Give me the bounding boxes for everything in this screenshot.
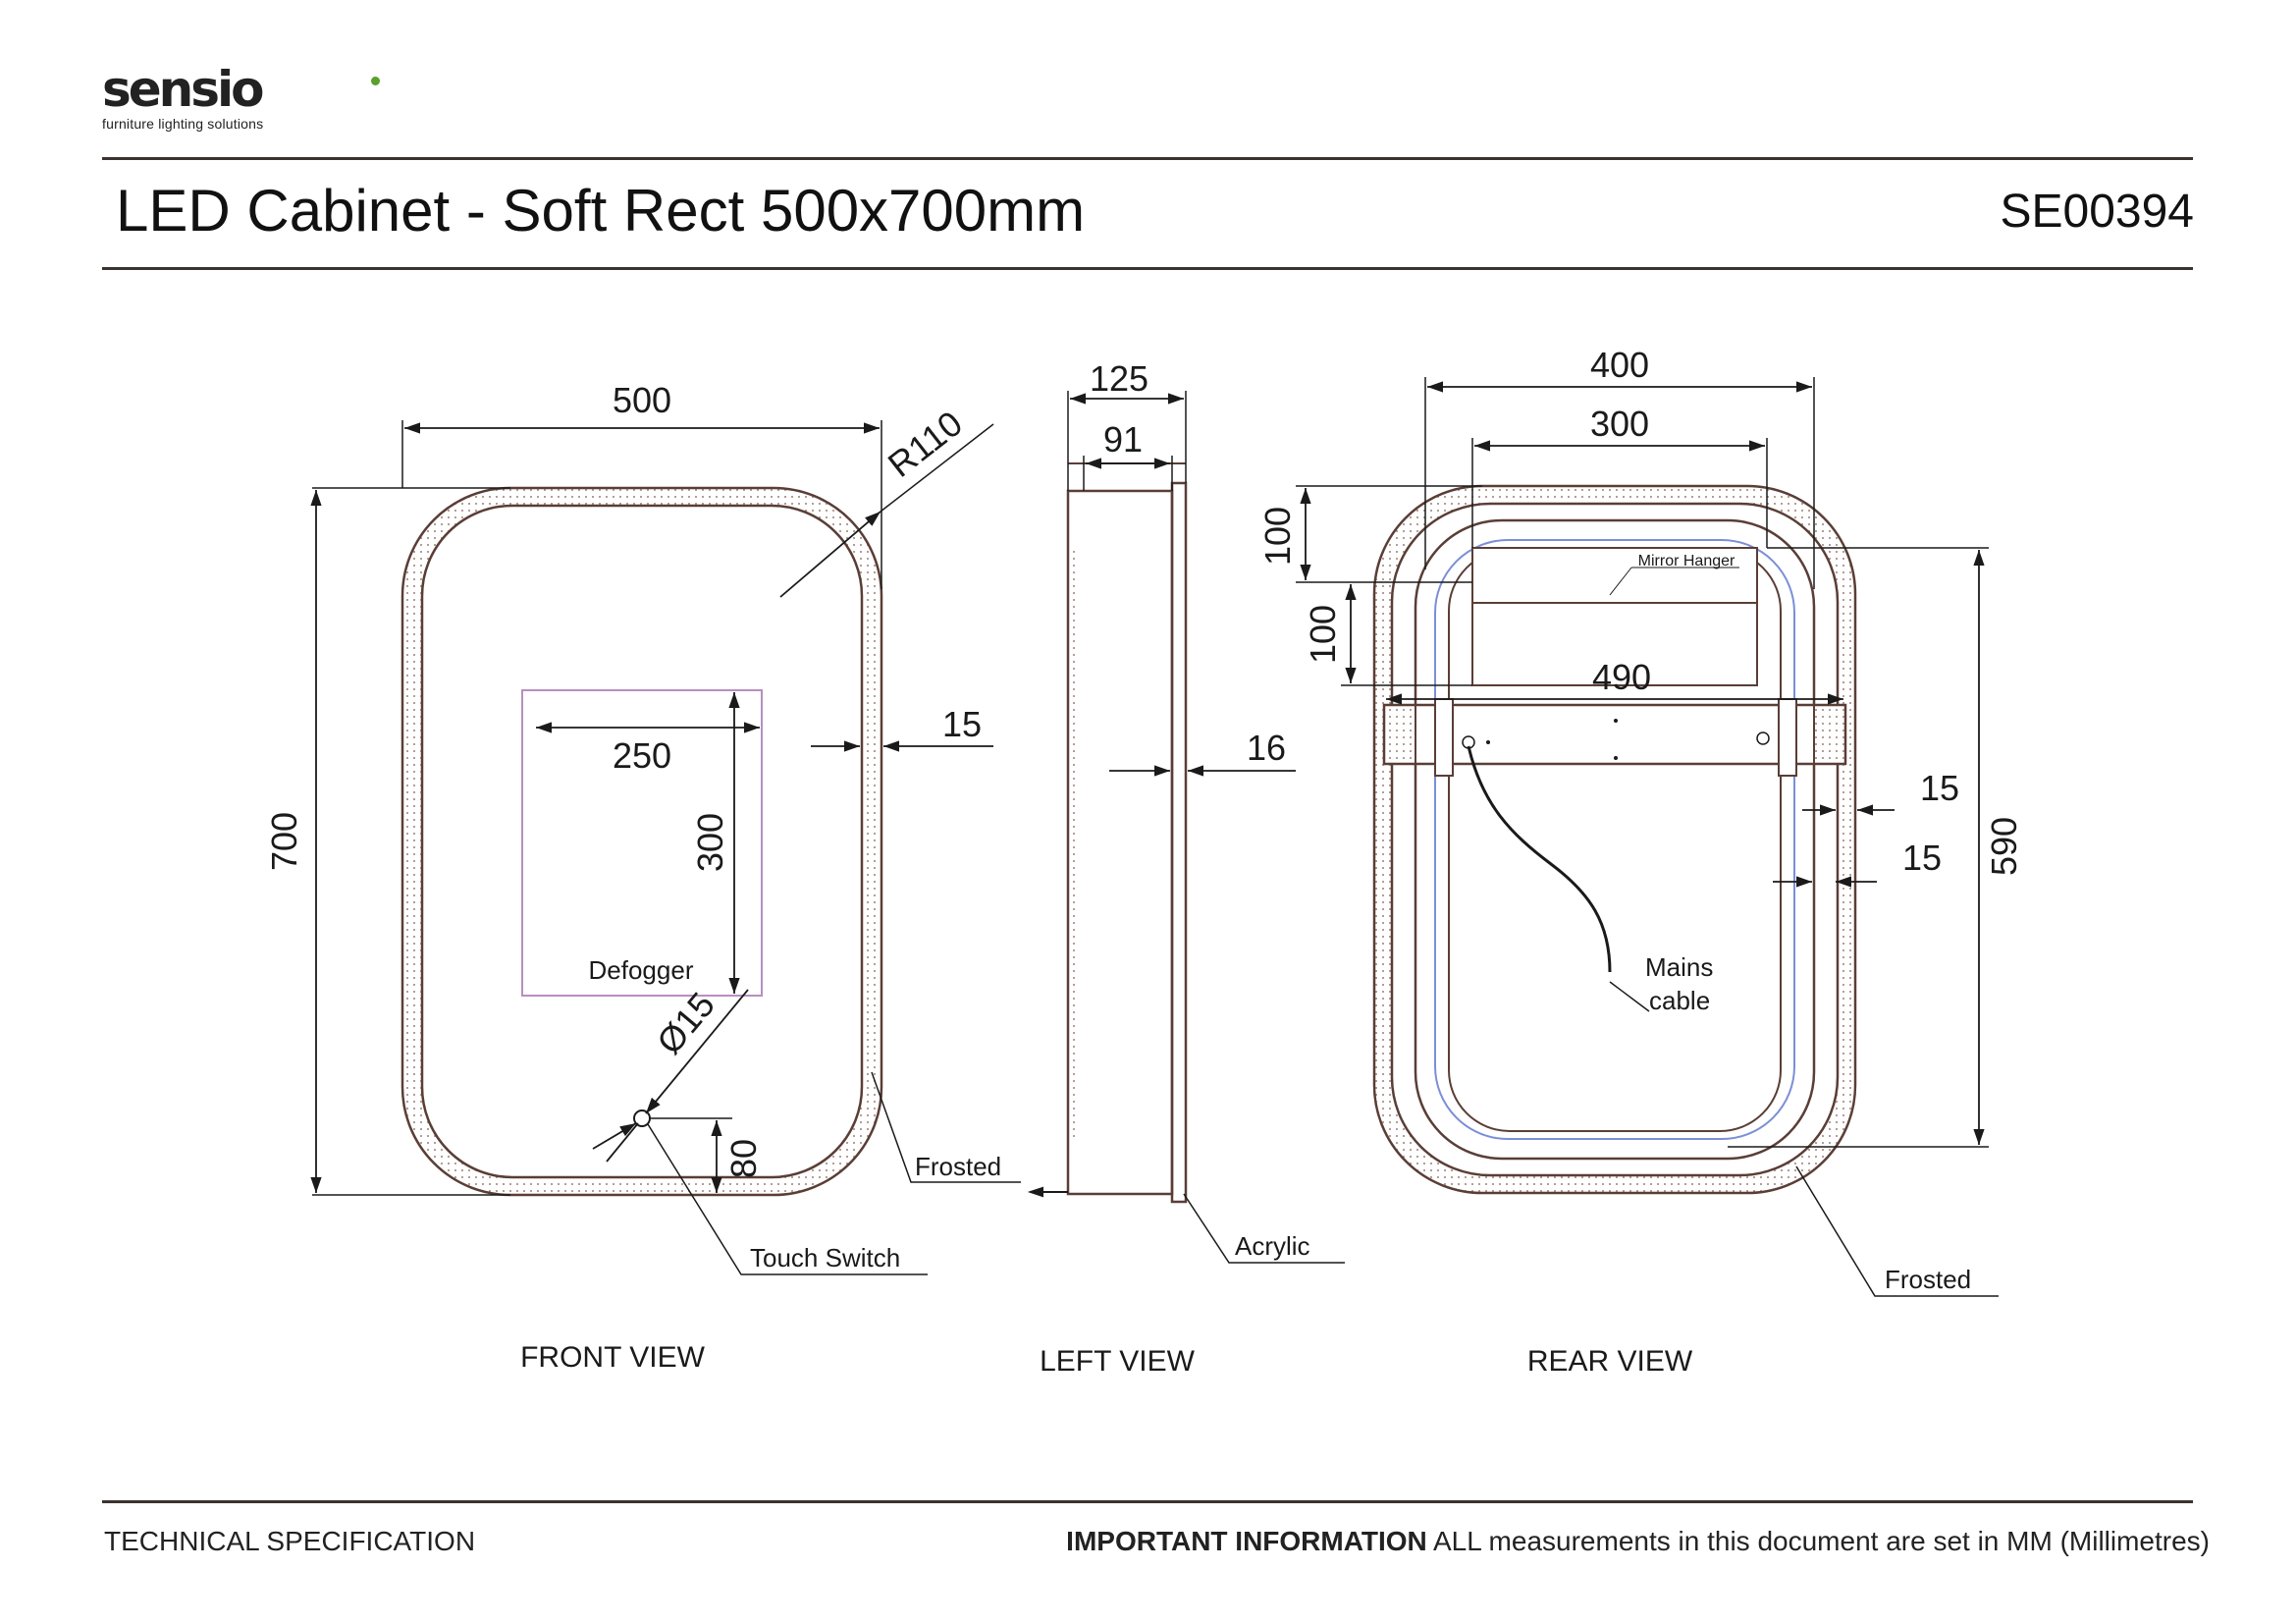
dim-rear-inner-width: 300 [1590,404,1649,444]
page-title: LED Cabinet - Soft Rect 500x700mm [116,178,1086,244]
front-outer-frame [400,486,883,1197]
switch-diameter-leader [645,989,749,1114]
left-acrylic-face [1170,481,1188,1204]
rear-view: Mirror Hanger Mains cable 400 300 100 [1257,345,2024,1378]
rear-inner-panel [1414,518,1816,1161]
frosted-leader-front [871,1071,1021,1183]
dim-defogger-width: 250 [613,735,671,776]
defogger-label: Defogger [589,955,694,985]
dim-front-border: 15 [942,704,982,744]
dim-rear-edge-a: 15 [1920,768,1959,808]
left-view: 125 91 16 Acrylic LEFT VIEW [1027,358,1345,1378]
mirror-hanger-leader [1609,567,1632,596]
dim-line-radius [779,511,881,598]
touch-switch-label: Touch Switch [750,1243,900,1272]
dim-rear-outer-width: 400 [1590,345,1649,385]
left-touch-switch-icon [1027,1186,1068,1198]
front-view: 500 R110 700 250 300 Defogger 15 Ø15 80 … [264,380,1021,1374]
dim-rear-height: 590 [1984,817,2024,876]
important-text: ALL measurements in this document are se… [1426,1526,2210,1556]
mains-cable-label-line2: cable [1649,986,1710,1015]
header-top-rule [102,157,2193,160]
dim-switch-offset: 80 [723,1139,764,1178]
footer-rule [102,1500,2193,1503]
mains-cable-label-line1: Mains [1645,952,1713,982]
rear-outer-frame [1372,484,1857,1195]
dim-bar-width: 490 [1592,657,1651,697]
logo-accent-dot [371,77,380,85]
mains-cable [1467,745,1612,973]
left-cabinet-body [1066,489,1174,1196]
dim-hanger-height: 100 [1303,605,1343,664]
header-bottom-rule [102,267,2193,270]
acrylic-label: Acrylic [1235,1231,1310,1261]
dim-front-radius: R110 [881,403,970,485]
product-code: SE00394 [2000,186,2194,238]
mirror-hanger [1471,547,1758,686]
footer-important-info: IMPORTANT INFORMATION ALL measurements i… [1066,1526,2210,1557]
frosted-label-rear: Frosted [1885,1265,1971,1294]
dim-front-width: 500 [613,380,671,420]
frosted-label-front: Frosted [915,1152,1001,1181]
frosted-leader-rear [1795,1165,1999,1297]
left-frosted-edge [1068,550,1078,1139]
important-label: IMPORTANT INFORMATION [1066,1526,1427,1556]
rear-view-label: REAR VIEW [1527,1345,1693,1378]
logo-tagline: furniture lighting solutions [102,116,264,132]
touch-switch-leader [647,1123,928,1275]
mirror-hanger-label: Mirror Hanger [1638,553,1735,569]
dim-hanger-top: 100 [1257,507,1298,566]
sensio-logo: sensio furniture lighting solutions [102,61,380,132]
dim-left-edge: 16 [1247,728,1286,768]
front-view-label: FRONT VIEW [520,1341,705,1374]
logo-wordmark: sensio [102,61,265,118]
dim-left-body: 91 [1103,419,1143,460]
dim-defogger-height: 300 [690,813,730,872]
dim-left-depth: 125 [1090,358,1148,399]
dim-rear-edge-b: 15 [1902,838,1942,878]
left-view-label: LEFT VIEW [1040,1345,1195,1378]
acrylic-leader [1183,1193,1345,1264]
rear-inner-body [1448,549,1782,1132]
footer-technical-spec: TECHNICAL SPECIFICATION [104,1526,476,1556]
defogger-zone [521,689,763,997]
dim-front-height: 700 [264,812,304,871]
